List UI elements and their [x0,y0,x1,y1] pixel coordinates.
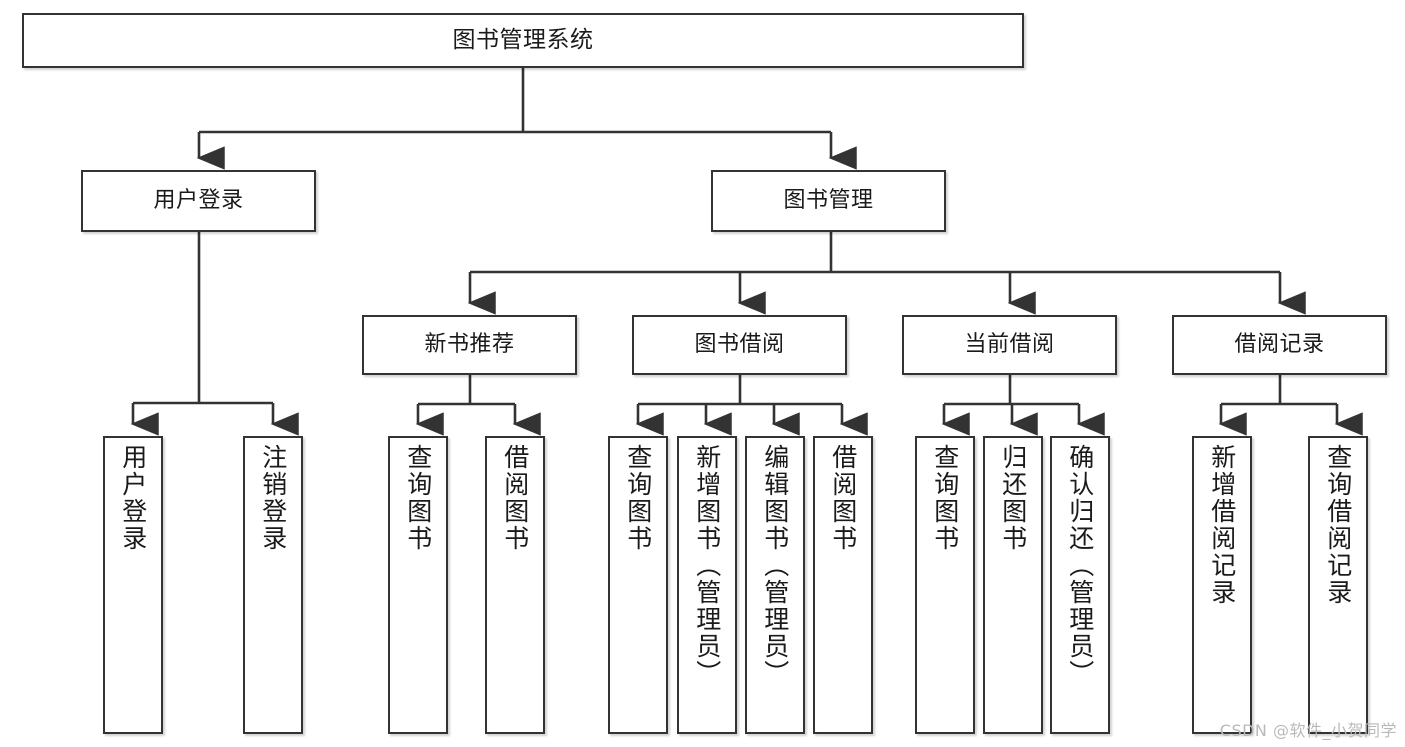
node-label: 用户登录 [153,188,244,214]
node-label: 借阅记录 [1234,332,1325,358]
node-new-book-recommend[interactable]: 新书推荐 [362,315,577,375]
node-leaf-query-book-2[interactable]: 查询图书 [608,436,668,734]
node-leaf-return-book[interactable]: 归还图书 [983,436,1043,734]
node-label: 图书借阅 [694,332,785,358]
node-label: 图书管理 [783,188,874,214]
node-label: 当前借阅 [964,332,1055,358]
node-leaf-add-record[interactable]: 新增借阅记录 [1192,436,1252,734]
node-leaf-query-book-1[interactable]: 查询图书 [388,436,448,734]
node-leaf-edit-book[interactable]: 编辑图书（管理员） [745,436,805,734]
node-leaf-query-record[interactable]: 查询借阅记录 [1308,436,1368,734]
node-user-login[interactable]: 用户登录 [81,170,316,232]
node-root-book-management-system[interactable]: 图书管理系统 [22,13,1024,68]
watermark: CSDN @软件_小贺同学 [1219,721,1397,740]
node-label: 借阅图书 [500,444,530,552]
node-book-management[interactable]: 图书管理 [711,170,946,232]
node-label: 归还图书 [998,444,1028,552]
node-book-borrow[interactable]: 图书借阅 [632,315,847,375]
node-label: 借阅图书 [828,444,858,552]
node-leaf-query-book-3[interactable]: 查询图书 [915,436,975,734]
node-label: 用户登录 [118,444,148,552]
node-leaf-confirm-return[interactable]: 确认归还（管理员） [1050,436,1110,734]
node-label: 新增借阅记录 [1207,444,1237,606]
node-label: 确认归还（管理员） [1065,444,1095,687]
node-current-borrow[interactable]: 当前借阅 [902,315,1117,375]
node-label: 编辑图书（管理员） [760,444,790,687]
node-label: 新书推荐 [424,332,515,358]
node-leaf-user-login[interactable]: 用户登录 [103,436,163,734]
node-leaf-add-book[interactable]: 新增图书（管理员） [677,436,737,734]
node-label: 查询图书 [930,444,960,552]
node-leaf-borrow-book-2[interactable]: 借阅图书 [813,436,873,734]
node-label: 查询图书 [403,444,433,552]
node-label: 注销登录 [258,444,288,552]
node-label: 查询借阅记录 [1323,444,1353,606]
node-label: 新增图书（管理员） [692,444,722,687]
node-leaf-borrow-book-1[interactable]: 借阅图书 [485,436,545,734]
node-label: 图书管理系统 [452,26,594,53]
node-borrow-record[interactable]: 借阅记录 [1172,315,1387,375]
node-leaf-logout-login[interactable]: 注销登录 [243,436,303,734]
node-label: 查询图书 [623,444,653,552]
